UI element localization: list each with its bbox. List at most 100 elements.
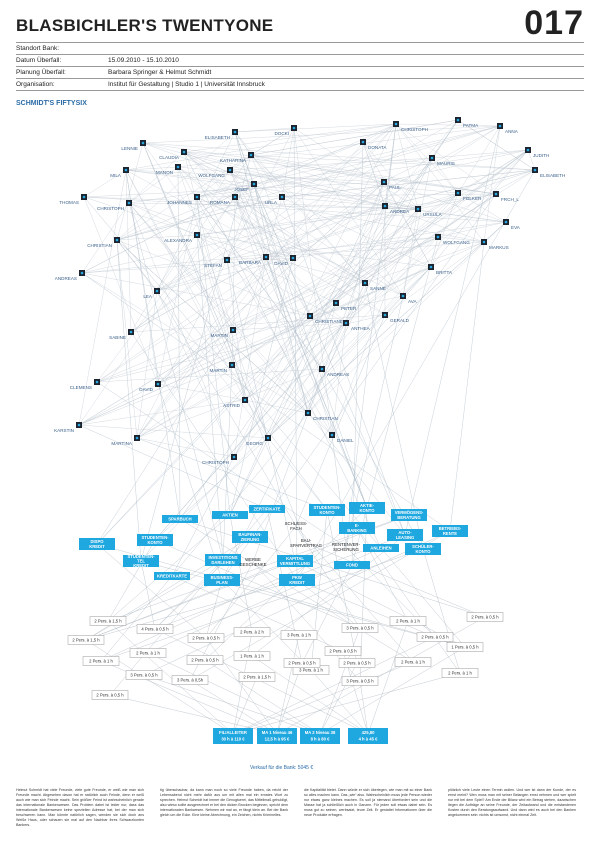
person-label: MANON xyxy=(156,170,173,175)
network-edge xyxy=(156,290,307,544)
product-box: RENTENVER-SICHERUNG xyxy=(332,542,361,552)
network-edge xyxy=(417,193,497,210)
person-node: SABINE xyxy=(109,329,134,340)
staff-box: 3 Pers. à 0,5 h xyxy=(341,676,379,686)
network-edge xyxy=(296,579,361,629)
person-marker-dot xyxy=(124,168,128,172)
staff-box-frame xyxy=(171,675,209,685)
person-label: WOLFGANG xyxy=(443,240,470,245)
product-label: BAU-SPARVERTRAG xyxy=(290,538,323,548)
network-edge xyxy=(136,290,158,439)
network-edge xyxy=(142,142,536,171)
person-node: DAVID xyxy=(139,381,161,392)
network-edge xyxy=(234,131,366,284)
product-box: KREDITKARTE xyxy=(154,572,190,580)
staff-box-frame xyxy=(129,648,167,658)
person-node: JOHANNES xyxy=(167,194,200,205)
department-box-bg xyxy=(348,728,388,744)
product-label: STUDENTEN-KONTO xyxy=(142,535,170,545)
person-label: MARTIN xyxy=(209,368,227,373)
network-edge xyxy=(326,509,358,664)
network-edge xyxy=(267,437,328,511)
product-label: FOND xyxy=(346,563,358,568)
network-edge xyxy=(136,149,529,439)
network-edge xyxy=(234,131,368,509)
staff-box-frame xyxy=(341,623,379,633)
staff-box-frame xyxy=(136,624,174,634)
person-label: PETER xyxy=(341,306,357,311)
network-edge xyxy=(107,514,231,622)
divider xyxy=(16,78,584,79)
network-edge xyxy=(364,241,485,284)
network-edge xyxy=(457,192,507,223)
person-label: LENNIE xyxy=(121,146,138,151)
network-edge xyxy=(140,154,252,562)
network-edge xyxy=(232,169,536,331)
product-label: STUDENTEN-KONTO xyxy=(314,505,342,515)
person-marker-dot xyxy=(176,165,180,169)
product-box-bg xyxy=(432,525,468,537)
network-edge xyxy=(395,123,459,194)
person-label: MARTINA xyxy=(111,441,133,446)
network-edge xyxy=(157,181,385,385)
staff-box: 3 Pers. à 1 h xyxy=(280,630,318,640)
product-box-bg xyxy=(277,555,313,567)
network-edge xyxy=(83,181,385,198)
staff-label: 3 Pers. à 1 h xyxy=(287,633,311,638)
staff-box: 2 Pers. à 1 h xyxy=(82,656,120,666)
person-marker-dot xyxy=(233,130,237,134)
network-edge xyxy=(81,205,386,274)
network-edge xyxy=(281,169,536,198)
person-node: MILA xyxy=(110,167,129,178)
staff-box-frame xyxy=(67,635,105,645)
staff-box-frame xyxy=(389,616,427,626)
product-box-bg xyxy=(405,543,441,555)
staff-box: 2 Pers. à 2 h xyxy=(233,627,271,637)
product-box: SCHÜLER-KONTO xyxy=(405,543,441,555)
network-edge xyxy=(136,437,235,458)
person-node: DAVID xyxy=(274,255,296,266)
person-label: SABINE xyxy=(109,335,126,340)
network-edge xyxy=(189,530,451,681)
node-layer: LENNIECLAUDIAELISABETHDOCKICHRISTOPHPATM… xyxy=(54,117,565,744)
network-edge xyxy=(81,236,439,274)
person-marker-dot xyxy=(280,195,284,199)
network-edge xyxy=(183,151,386,316)
staff-box: 2 Pers. à 0,5 h xyxy=(466,612,504,622)
staff-box: 2 Pers. à 0,5 h xyxy=(283,658,321,668)
network-edge xyxy=(226,259,347,324)
person-label: STEFAN xyxy=(204,263,222,268)
network-edge xyxy=(177,166,181,520)
network-edge xyxy=(78,424,268,510)
person-node: BRITTA xyxy=(428,264,453,275)
network-edge xyxy=(83,196,267,258)
person-node: KARSTIN xyxy=(54,422,82,433)
person-node: FRCH_L xyxy=(493,191,519,202)
person-label: ROMANA xyxy=(210,200,231,205)
network-edge xyxy=(295,525,414,663)
staff-box-frame xyxy=(280,630,318,640)
person-marker-dot xyxy=(456,191,460,195)
network-edge xyxy=(252,205,386,563)
network-edge xyxy=(177,166,333,436)
edge-layer xyxy=(78,119,536,735)
network-edge xyxy=(250,154,385,183)
network-edge xyxy=(233,123,397,458)
network-edge xyxy=(380,547,466,648)
person-label: DAVID xyxy=(139,387,153,392)
network-edge xyxy=(196,234,246,401)
staff-label: 2 Pers. à 0,5 h xyxy=(471,615,499,620)
network-edge xyxy=(81,272,311,317)
product-label: BUSINESS-PLAN xyxy=(211,575,234,585)
network-edge xyxy=(234,127,295,133)
network-edge xyxy=(253,183,333,436)
staff-label: 2 Pers. à 0,5 h xyxy=(343,661,371,666)
person-node: LEA xyxy=(143,288,160,299)
network-edge xyxy=(196,196,404,297)
network-edge xyxy=(196,125,501,198)
person-node: GEORG xyxy=(246,435,271,446)
person-marker-dot xyxy=(231,328,235,332)
product-label: SCHLIESS-FACH xyxy=(285,521,308,531)
network-edge xyxy=(116,239,269,439)
